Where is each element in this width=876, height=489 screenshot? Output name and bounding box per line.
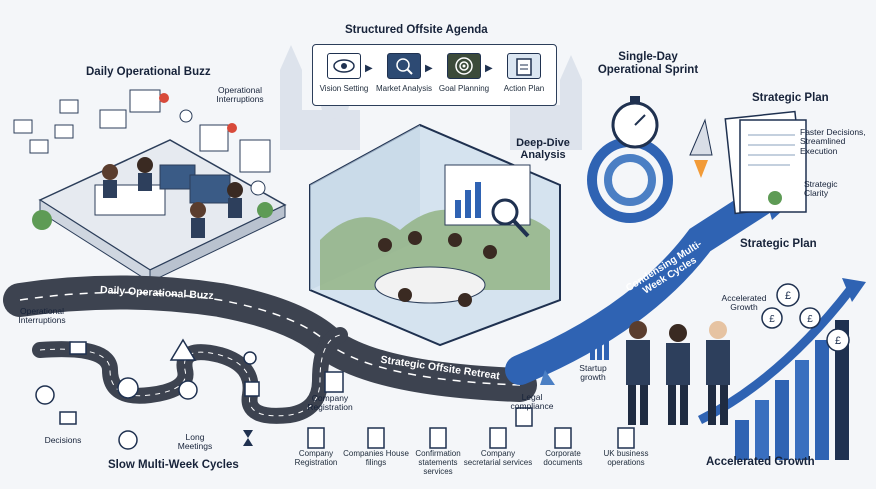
accelerated-growth-title: Accelerated Growth: [706, 456, 815, 468]
service-confirmation-statements: Confirmation statements services: [415, 449, 461, 476]
strategic-plan-title-mid: Strategic Plan: [740, 238, 817, 250]
sprint-swirl: [587, 96, 713, 223]
daily-buzz-title: Daily Operational Buzz: [86, 66, 211, 78]
long-meetings-label: Long Meetings: [177, 432, 213, 452]
office-platform: [32, 139, 287, 283]
market-step: [387, 53, 421, 79]
sprint-title: Single-Day Operational Sprint: [597, 51, 699, 76]
service-icons-row: [307, 427, 635, 449]
goal-step: [447, 53, 481, 79]
arrow-icon: ▶: [365, 63, 373, 74]
svg-text:£: £: [807, 314, 813, 325]
center-lower-icons: [324, 336, 609, 427]
svg-text:£: £: [785, 290, 791, 302]
svg-text:£: £: [835, 335, 841, 347]
startup-growth-label: Startup growth: [579, 363, 607, 383]
agenda-title: Structured Offsite Agenda: [345, 24, 488, 36]
service-corporate-documents: Corporate documents: [543, 449, 583, 467]
legal-compliance-label: Legal compliance: [510, 392, 554, 412]
company-registration-label: Company Registration: [307, 393, 353, 413]
action-label: Action Plan: [503, 84, 545, 93]
strategic-plan-title-top: Strategic Plan: [752, 92, 829, 104]
business-people: [626, 321, 730, 425]
vision-label: Vision Setting: [319, 84, 369, 93]
action-step: [507, 53, 541, 79]
growth-bar-chart: £ £ £ £: [697, 278, 866, 460]
deep-dive-label: Deep-Dive Analysis: [516, 137, 570, 162]
slow-cycle-icons: [35, 338, 260, 450]
condensing-arrow: [505, 180, 785, 385]
decisions-label: Decisions: [44, 435, 82, 445]
retreat-glass-box: [309, 123, 561, 347]
service-companies-house: Companies House filings: [343, 449, 409, 467]
agenda-panel: ▶ ▶ ▶ Vision Setting Market Analysis Goa…: [312, 44, 557, 106]
strategic-plan-document: [724, 110, 807, 215]
service-company-secretarial: Company secretarial services: [463, 449, 533, 467]
arrow-icon: ▶: [425, 63, 433, 74]
target-icon: [455, 57, 473, 75]
clipboard-icon: [516, 58, 532, 76]
interruptions-label-top: Operational Interruptions: [216, 85, 264, 105]
chart-search-icon: [396, 58, 413, 75]
slow-cycles-title: Slow Multi-Week Cycles: [108, 459, 239, 471]
vision-step: [327, 53, 361, 79]
benefit-strategic-clarity: Strategic Clarity: [804, 179, 838, 199]
eye-icon: [333, 59, 355, 73]
svg-text:£: £: [769, 314, 775, 325]
service-uk-business: UK business operations: [603, 449, 649, 467]
goal-label: Goal Planning: [438, 84, 490, 93]
notification-cloud: [13, 89, 271, 196]
market-label: Market Analysis: [375, 84, 433, 93]
accelerated-growth-small: Accelerated Growth: [721, 293, 767, 313]
arrow-icon: ▶: [485, 63, 493, 74]
benefit-faster-decisions: Faster Decisions, Streamlined Execution: [800, 127, 866, 156]
interruptions-label-bottom: Operational Interruptions: [18, 306, 66, 326]
service-company-registration: Company Registration: [294, 449, 338, 467]
london-skyline: [280, 45, 582, 150]
